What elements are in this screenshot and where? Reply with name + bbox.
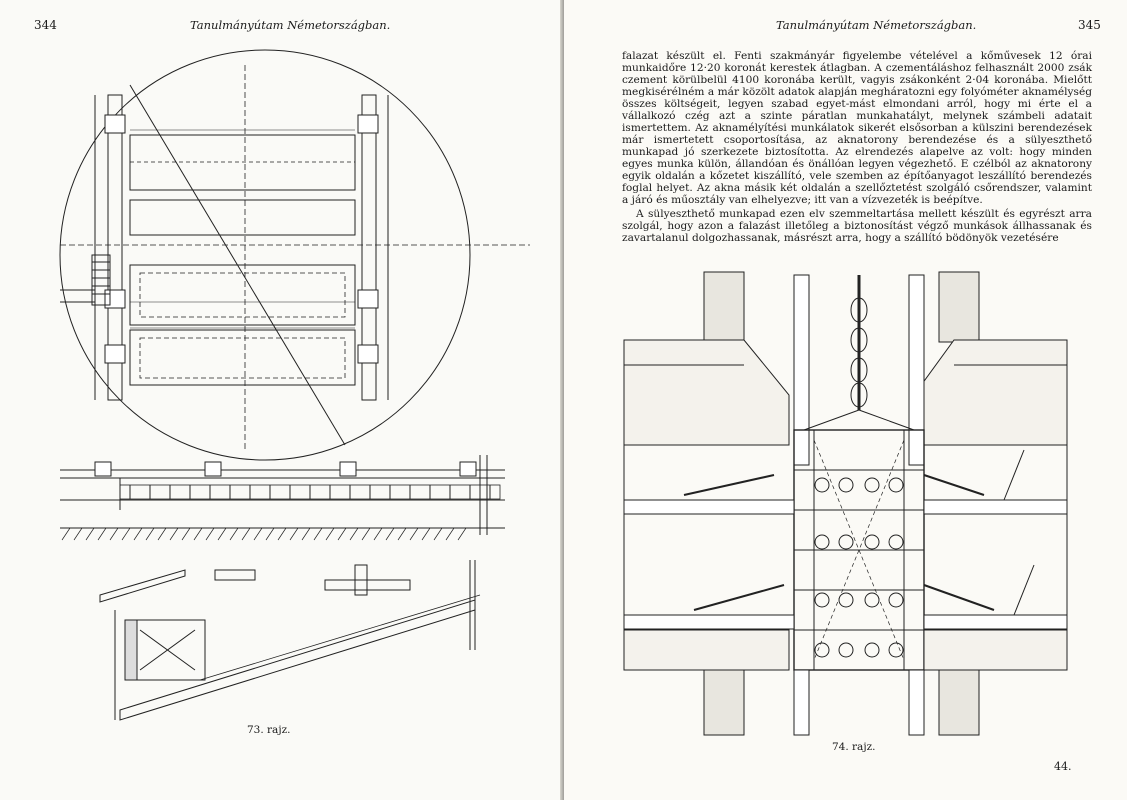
figure-74-drawing xyxy=(623,271,1068,736)
left-running-head: Tanulmányútam Németországban. xyxy=(190,18,391,32)
figure-73-drawing xyxy=(59,49,530,721)
figure-74-caption: 74. rajz. xyxy=(832,741,876,753)
right-page: Tanulmányútam Németországban. 345 falaza… xyxy=(564,0,1127,800)
signature-mark: 44. xyxy=(1054,760,1072,773)
left-page: 344 Tanulmányútam Németországban. xyxy=(34,18,530,736)
paragraph-1: falazat készült el. Fenti szakmányár fig… xyxy=(622,50,1092,206)
right-page-number: 345 xyxy=(1078,18,1101,32)
right-running-head: Tanulmányútam Németországban. xyxy=(776,18,977,32)
left-page-number: 344 xyxy=(34,18,57,32)
paragraph-2: A sülyeszthető munkapad ezen elv szemmel… xyxy=(622,208,1092,244)
body-text: falazat készült el. Fenti szakmányár fig… xyxy=(622,50,1092,244)
figure-73-caption: 73. rajz. xyxy=(247,724,291,736)
